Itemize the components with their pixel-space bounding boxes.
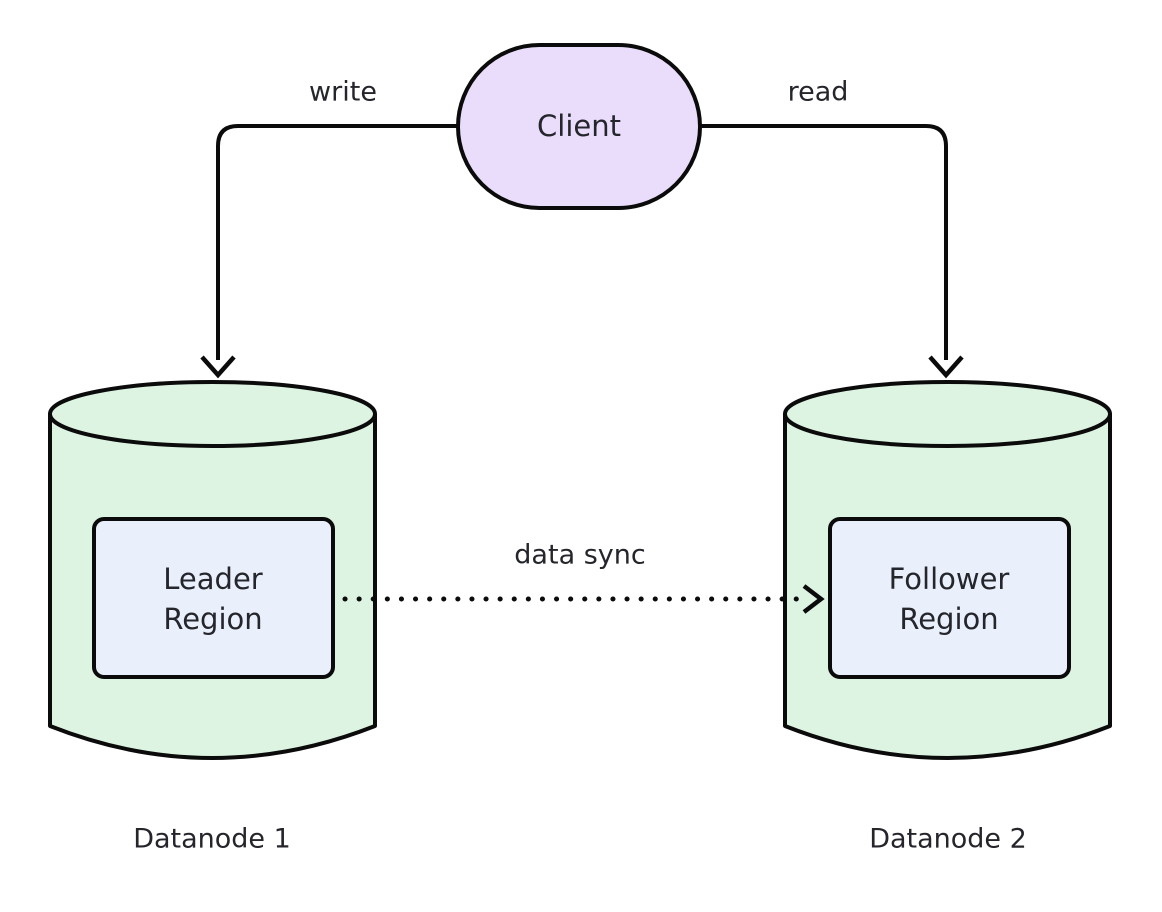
client-node-label: Client [537,109,621,143]
datanode-2-top-ellipse [783,380,1112,448]
datanode-1-top-ellipse [48,380,377,448]
read-edge-label: read [788,77,849,108]
leader-region-box [92,517,335,679]
datanode-1[interactable]: Leader Region Datanode 1 [48,380,377,855]
follower-region-label-line2: Region [899,602,998,636]
read-edge-arrowhead [928,355,964,379]
follower-region[interactable]: Follower Region [828,517,1071,679]
data-sync-edge-label: data sync [514,540,645,571]
write-edge-label: write [309,77,377,108]
write-edge[interactable]: write [200,77,458,379]
read-edge-line [700,124,948,360]
leader-region-label-line1: Leader [163,562,263,596]
write-edge-line [216,124,458,360]
datanode-1-caption: Datanode 1 [133,824,291,855]
client-node[interactable]: Client [456,43,702,210]
write-edge-arrowhead [200,355,236,379]
data-sync-edge-arrowhead [802,584,825,614]
leader-region-label-line2: Region [163,602,262,636]
client-node-shape [456,43,702,210]
datanode-2-caption: Datanode 2 [869,824,1027,855]
follower-region-label-line1: Follower [889,562,1010,596]
leader-region[interactable]: Leader Region [92,517,335,679]
read-edge[interactable]: read [700,77,964,379]
datanode-2[interactable]: Follower Region Datanode 2 [783,380,1112,855]
data-sync-edge[interactable]: data sync [342,540,825,614]
follower-region-box [828,517,1071,679]
